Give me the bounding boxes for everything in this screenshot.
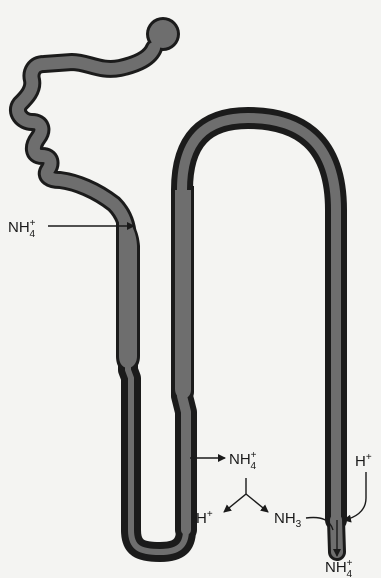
split-left-arrow [224, 478, 246, 512]
h-right-label: H+ [355, 452, 372, 470]
split-right-arrow [246, 494, 268, 512]
proximal-thick [119, 218, 137, 368]
arrows [48, 226, 366, 556]
h-left-label: H+ [196, 509, 213, 527]
nh3-label: NH3 [274, 510, 302, 530]
nh4-interstitium-label: NH+4 [229, 450, 257, 472]
nh4-secretion-label: NH+4 [8, 218, 36, 240]
ascending-limb-outline [182, 118, 336, 530]
h-secretion-arrow [344, 472, 366, 520]
ascending-thick [175, 190, 191, 399]
nh4-urine-label: NH+4 [325, 558, 353, 578]
ascending-limb [182, 118, 336, 530]
